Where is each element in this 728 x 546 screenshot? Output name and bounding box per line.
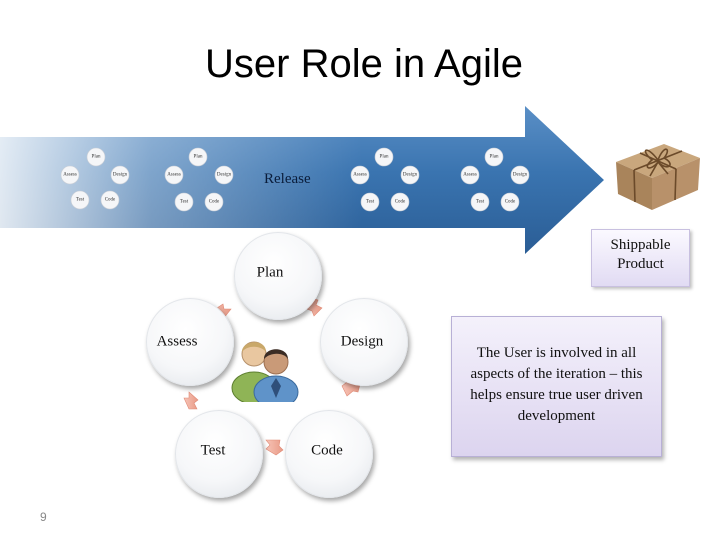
mini-cycle-ring	[60, 147, 130, 210]
cycle-node-test	[175, 410, 263, 498]
mini-cycle-ring	[350, 147, 420, 212]
gift-box-icon	[616, 144, 700, 210]
shippable-product-label: Shippable Product	[591, 229, 690, 287]
mini-assess: Assess	[353, 172, 367, 178]
mini-assess: Assess	[63, 172, 77, 178]
page-number: 9	[40, 510, 47, 524]
mini-plan: Plan	[489, 154, 499, 160]
shippable-product-text: Shippable Product	[610, 237, 671, 272]
mini-plan: Plan	[91, 154, 101, 160]
cycle-node-assess	[146, 298, 234, 386]
cycle-label-test: Test	[200, 442, 226, 459]
mini-test: Test	[475, 199, 485, 205]
cycle-node-code	[285, 410, 373, 498]
mini-code: Code	[394, 199, 406, 205]
mini-test: Test	[365, 199, 375, 205]
mini-cycle-3: Plan Design Code Test Assess	[336, 145, 428, 237]
mini-cycle-4: Plan Design Code Test Assess	[446, 145, 538, 237]
mini-design: Design	[216, 172, 232, 178]
mini-design: Design	[402, 172, 418, 178]
mini-test: Test	[75, 197, 85, 203]
slide-title: User Role in Agile	[205, 42, 523, 86]
mini-cycle-1: Plan Design Code Test Assess	[50, 145, 142, 237]
mini-assess: Assess	[167, 172, 181, 178]
cycle-node-plan	[234, 232, 322, 320]
users-icon	[231, 341, 299, 402]
cycle-label-assess: Assess	[156, 333, 198, 350]
mini-design: Design	[112, 172, 128, 178]
cycle-label-design: Design	[340, 333, 384, 350]
note-text: The User is involved in all aspects of t…	[470, 345, 643, 424]
mini-plan: Plan	[193, 154, 203, 160]
cycle-node-design	[320, 298, 408, 386]
cycle-label-code: Code	[311, 442, 343, 459]
release-label: Release	[264, 171, 311, 187]
mini-code: Code	[208, 199, 220, 205]
mini-code: Code	[504, 199, 516, 205]
user-involvement-note: The User is involved in all aspects of t…	[451, 316, 662, 457]
mini-design: Design	[512, 172, 528, 178]
mini-cycle-ring	[164, 147, 234, 212]
mini-assess: Assess	[463, 172, 477, 178]
mini-plan: Plan	[379, 154, 389, 160]
mini-code: Code	[104, 197, 116, 203]
cycle-label-plan: Plan	[256, 264, 284, 281]
mini-cycle-2: Plan Design Code Test Assess	[152, 145, 244, 237]
mini-test: Test	[179, 199, 189, 205]
mini-cycle-ring	[460, 147, 530, 212]
